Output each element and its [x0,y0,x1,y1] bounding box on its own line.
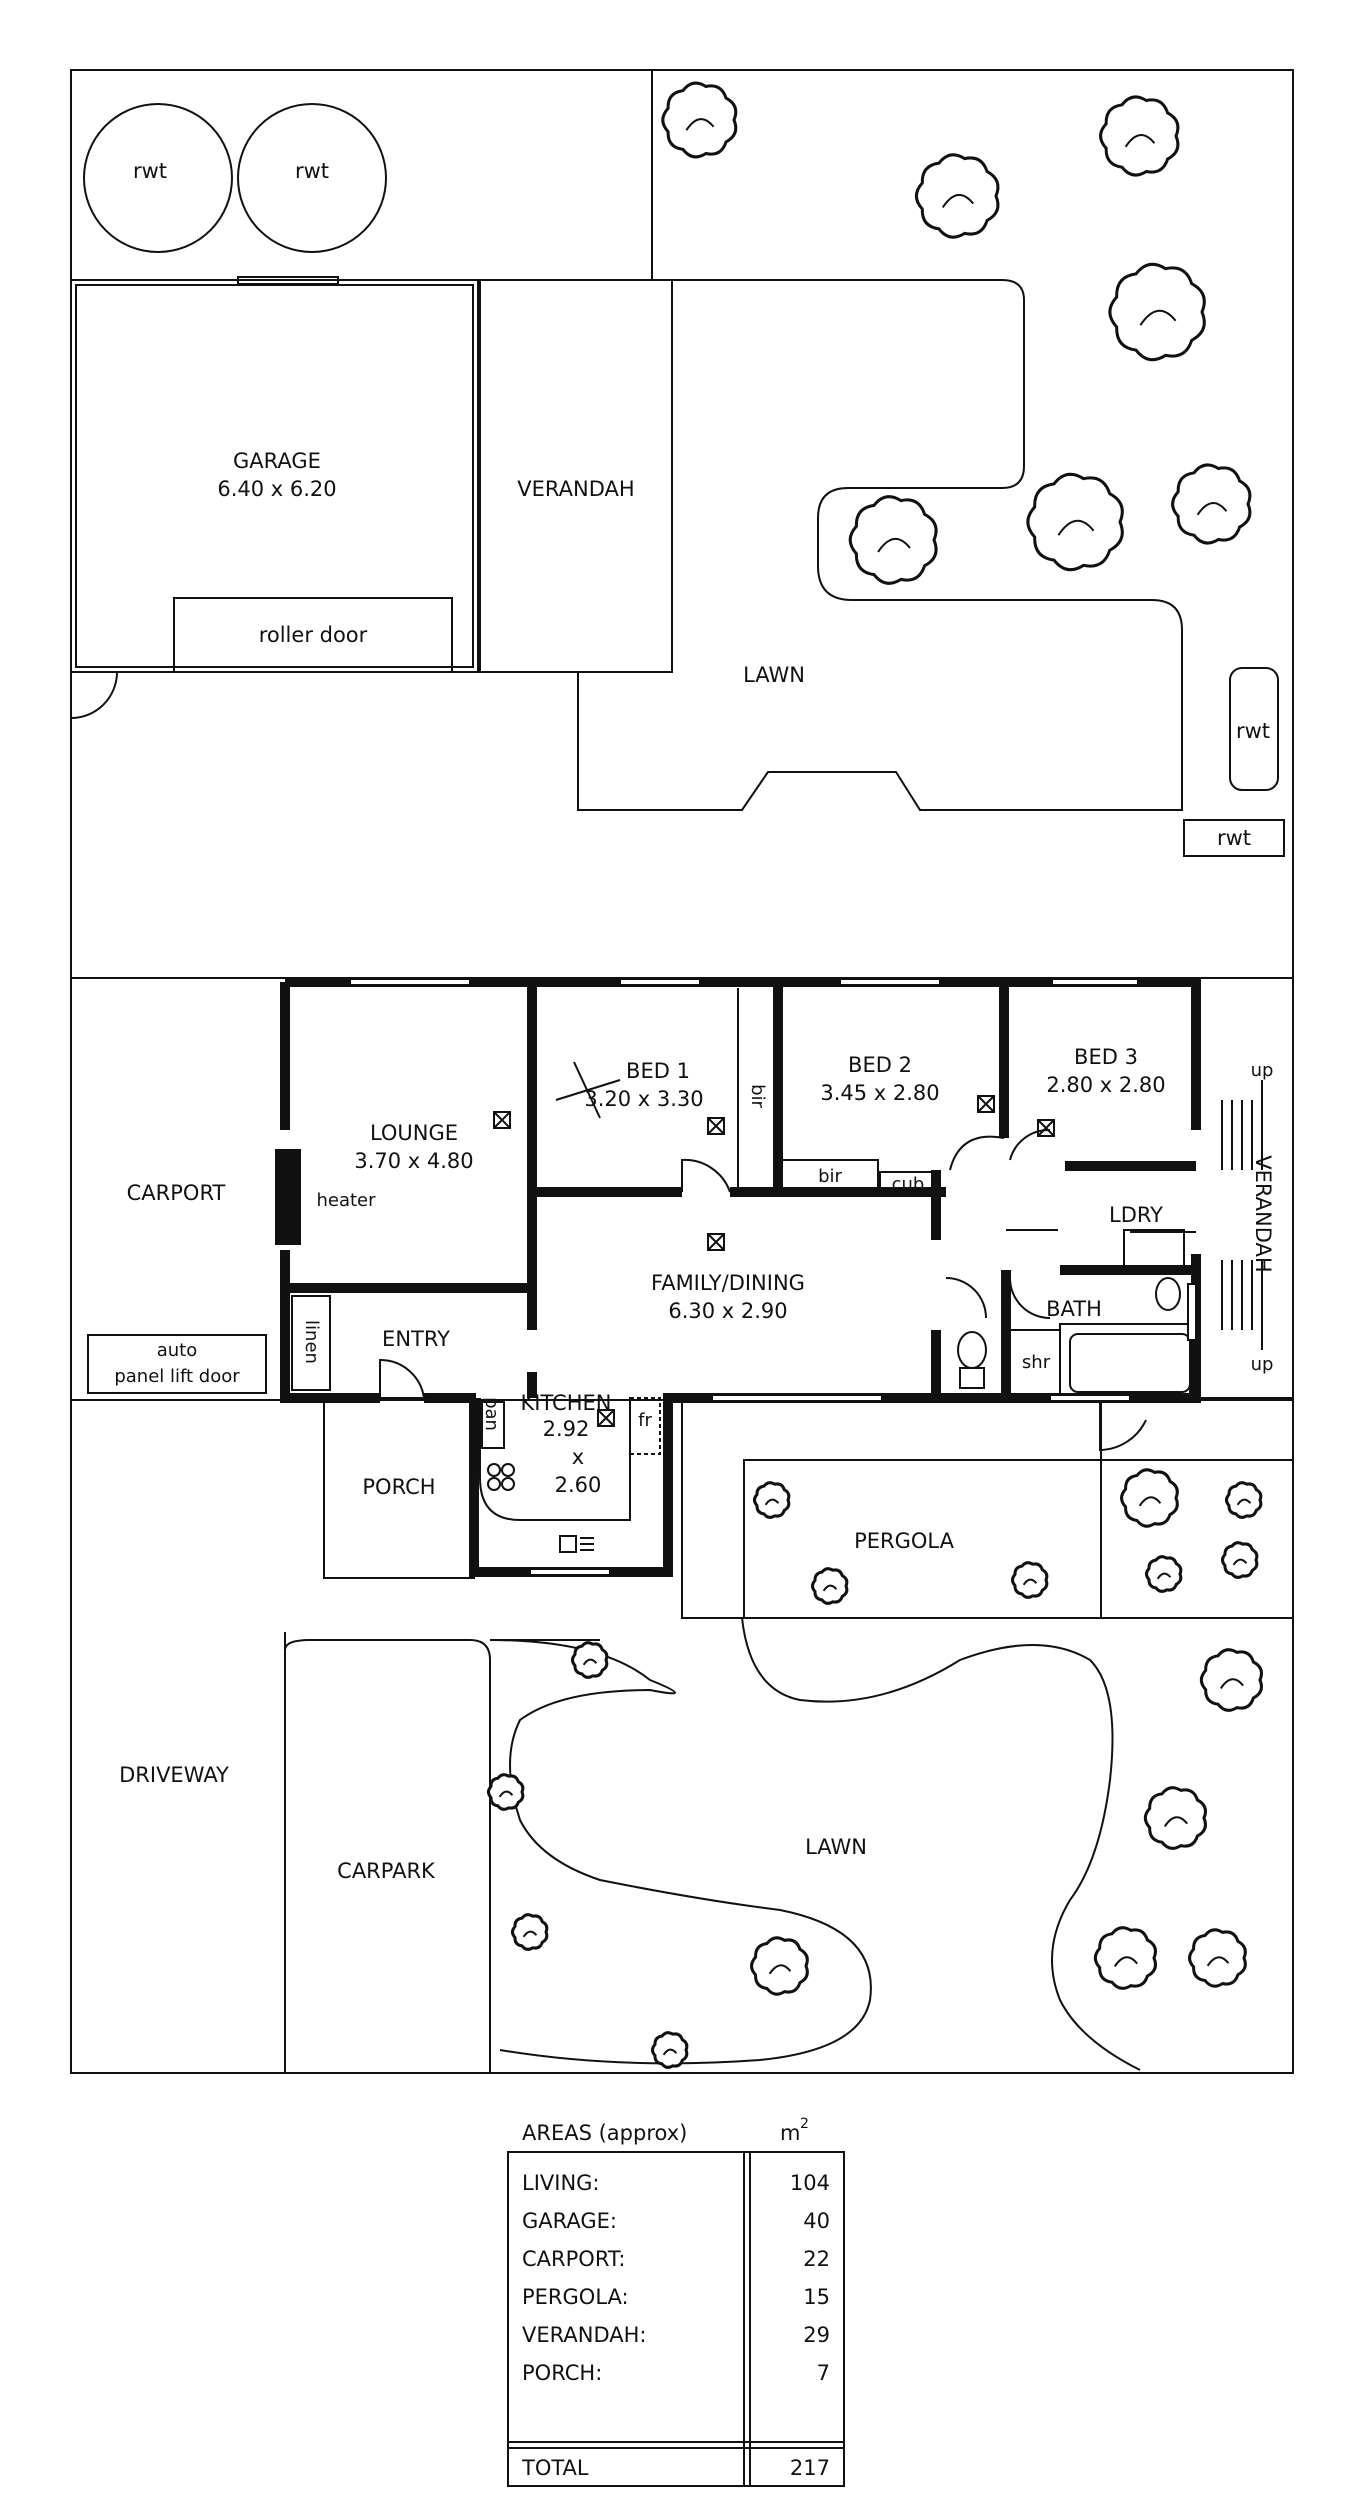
tree-icon [1145,1555,1183,1593]
tree-icon [750,1936,809,1996]
tree-icon [651,2031,689,2069]
up-label: up [1251,1060,1274,1081]
bed1-dims: 3.20 x 3.30 [584,1087,703,1111]
verandah-side-label: VERANDAH [1251,1155,1275,1272]
family-dims: 6.30 x 2.90 [668,1299,787,1323]
area-row-value: 7 [817,2361,830,2385]
area-row-label: LIVING: [522,2171,600,2195]
areas-total-label: TOTAL [521,2456,589,2480]
areas-title: AREAS (approx) [522,2121,687,2145]
kitchen-h: 2.60 [555,1473,602,1497]
kitchen-x: x [572,1445,584,1469]
roller-door-label: roller door [259,623,368,647]
bir-label: bir [818,1166,842,1187]
fridge-label: fr [638,1410,652,1431]
bed2-dims: 3.45 x 2.80 [820,1081,939,1105]
area-row-value: 104 [790,2171,830,2195]
rainwater-tanks [83,103,387,253]
garage-dims: 6.40 x 6.20 [217,477,336,501]
family-name: FAMILY/DINING [651,1271,805,1295]
tree-icon [1225,1481,1263,1519]
areas-unit: m [780,2121,800,2145]
verandah-top-label: VERANDAH [517,477,634,501]
area-row-value: 22 [803,2247,830,2271]
heater-label: heater [316,1190,376,1211]
site-lines [70,69,1294,2074]
kitchen-w: 2.92 [543,1417,590,1441]
area-row-value: 40 [803,2209,830,2233]
tree-icon [753,1481,791,1519]
tree-icon [1026,472,1124,572]
tree-icon [487,1773,525,1811]
tree-icon [1093,1926,1157,1990]
area-row-label: GARAGE: [522,2209,617,2233]
bed1-name: BED 1 [626,1059,690,1083]
area-row-label: CARPORT: [522,2247,625,2271]
pantry-label: pan [481,1397,502,1431]
tree-icon [1120,1468,1179,1528]
shr-label: shr [1022,1352,1051,1373]
area-row-value: 15 [803,2285,830,2309]
tree-icon [1011,1561,1049,1599]
tree-icon [571,1641,609,1679]
room-labels: rwt rwt GARAGE 6.40 x 6.20 roller door V… [114,159,1275,1883]
tree-icon [1108,262,1206,362]
lounge-name: LOUNGE [370,1121,458,1145]
linen-label: linen [301,1320,322,1364]
trees [487,81,1263,2069]
carpark-label: CARPARK [337,1859,436,1883]
bed2-name: BED 2 [848,1053,912,1077]
carport-label: CARPORT [127,1181,226,1205]
tree-icon [1143,1786,1207,1850]
rwt-label: rwt [1217,826,1251,850]
bir-label: bir [747,1084,768,1108]
entry-label: ENTRY [382,1327,450,1351]
fittings [275,978,1263,1576]
auto-door-line1: auto [157,1340,198,1361]
lawn-bottom-label: LAWN [805,1835,867,1859]
lawn-top-label: LAWN [743,663,805,687]
area-row-label: VERANDAH: [522,2323,646,2347]
tree-icon [1171,463,1252,545]
light-markers [493,1095,1055,1427]
kitchen-name: KITCHEN [521,1391,612,1415]
tree-icon [914,153,1000,239]
pergola-label: PERGOLA [854,1529,955,1553]
cub-label: cub [892,1174,925,1195]
porch-label: PORCH [362,1475,435,1499]
areas-unit-sup: 2 [800,2116,809,2132]
ldry-label: LDRY [1109,1203,1163,1227]
bed3-dims: 2.80 x 2.80 [1046,1073,1165,1097]
tree-icon [848,495,938,585]
lounge-dims: 3.70 x 4.80 [354,1149,473,1173]
garage-name: GARAGE [233,449,321,473]
up-label: up [1251,1354,1274,1375]
driveway-label: DRIVEWAY [119,1763,229,1787]
auto-door-line2: panel lift door [114,1366,240,1387]
rwt-label: rwt [1236,719,1270,743]
bed3-name: BED 3 [1074,1045,1138,1069]
areas-total-value: 217 [790,2456,830,2480]
tree-icon [511,1913,549,1951]
rwt-label: rwt [133,159,167,183]
tree-icon [1221,1541,1259,1579]
tree-icon [661,81,738,159]
tree-icon [811,1567,849,1605]
area-row-label: PERGOLA: [522,2285,629,2309]
tree-icon [1188,1928,1247,1988]
area-row-value: 29 [803,2323,830,2347]
tree-icon [1099,95,1180,177]
bath-label: BATH [1046,1297,1102,1321]
rwt-label: rwt [295,159,329,183]
tree-icon [1199,1648,1263,1712]
area-row-label: PORCH: [522,2361,602,2385]
